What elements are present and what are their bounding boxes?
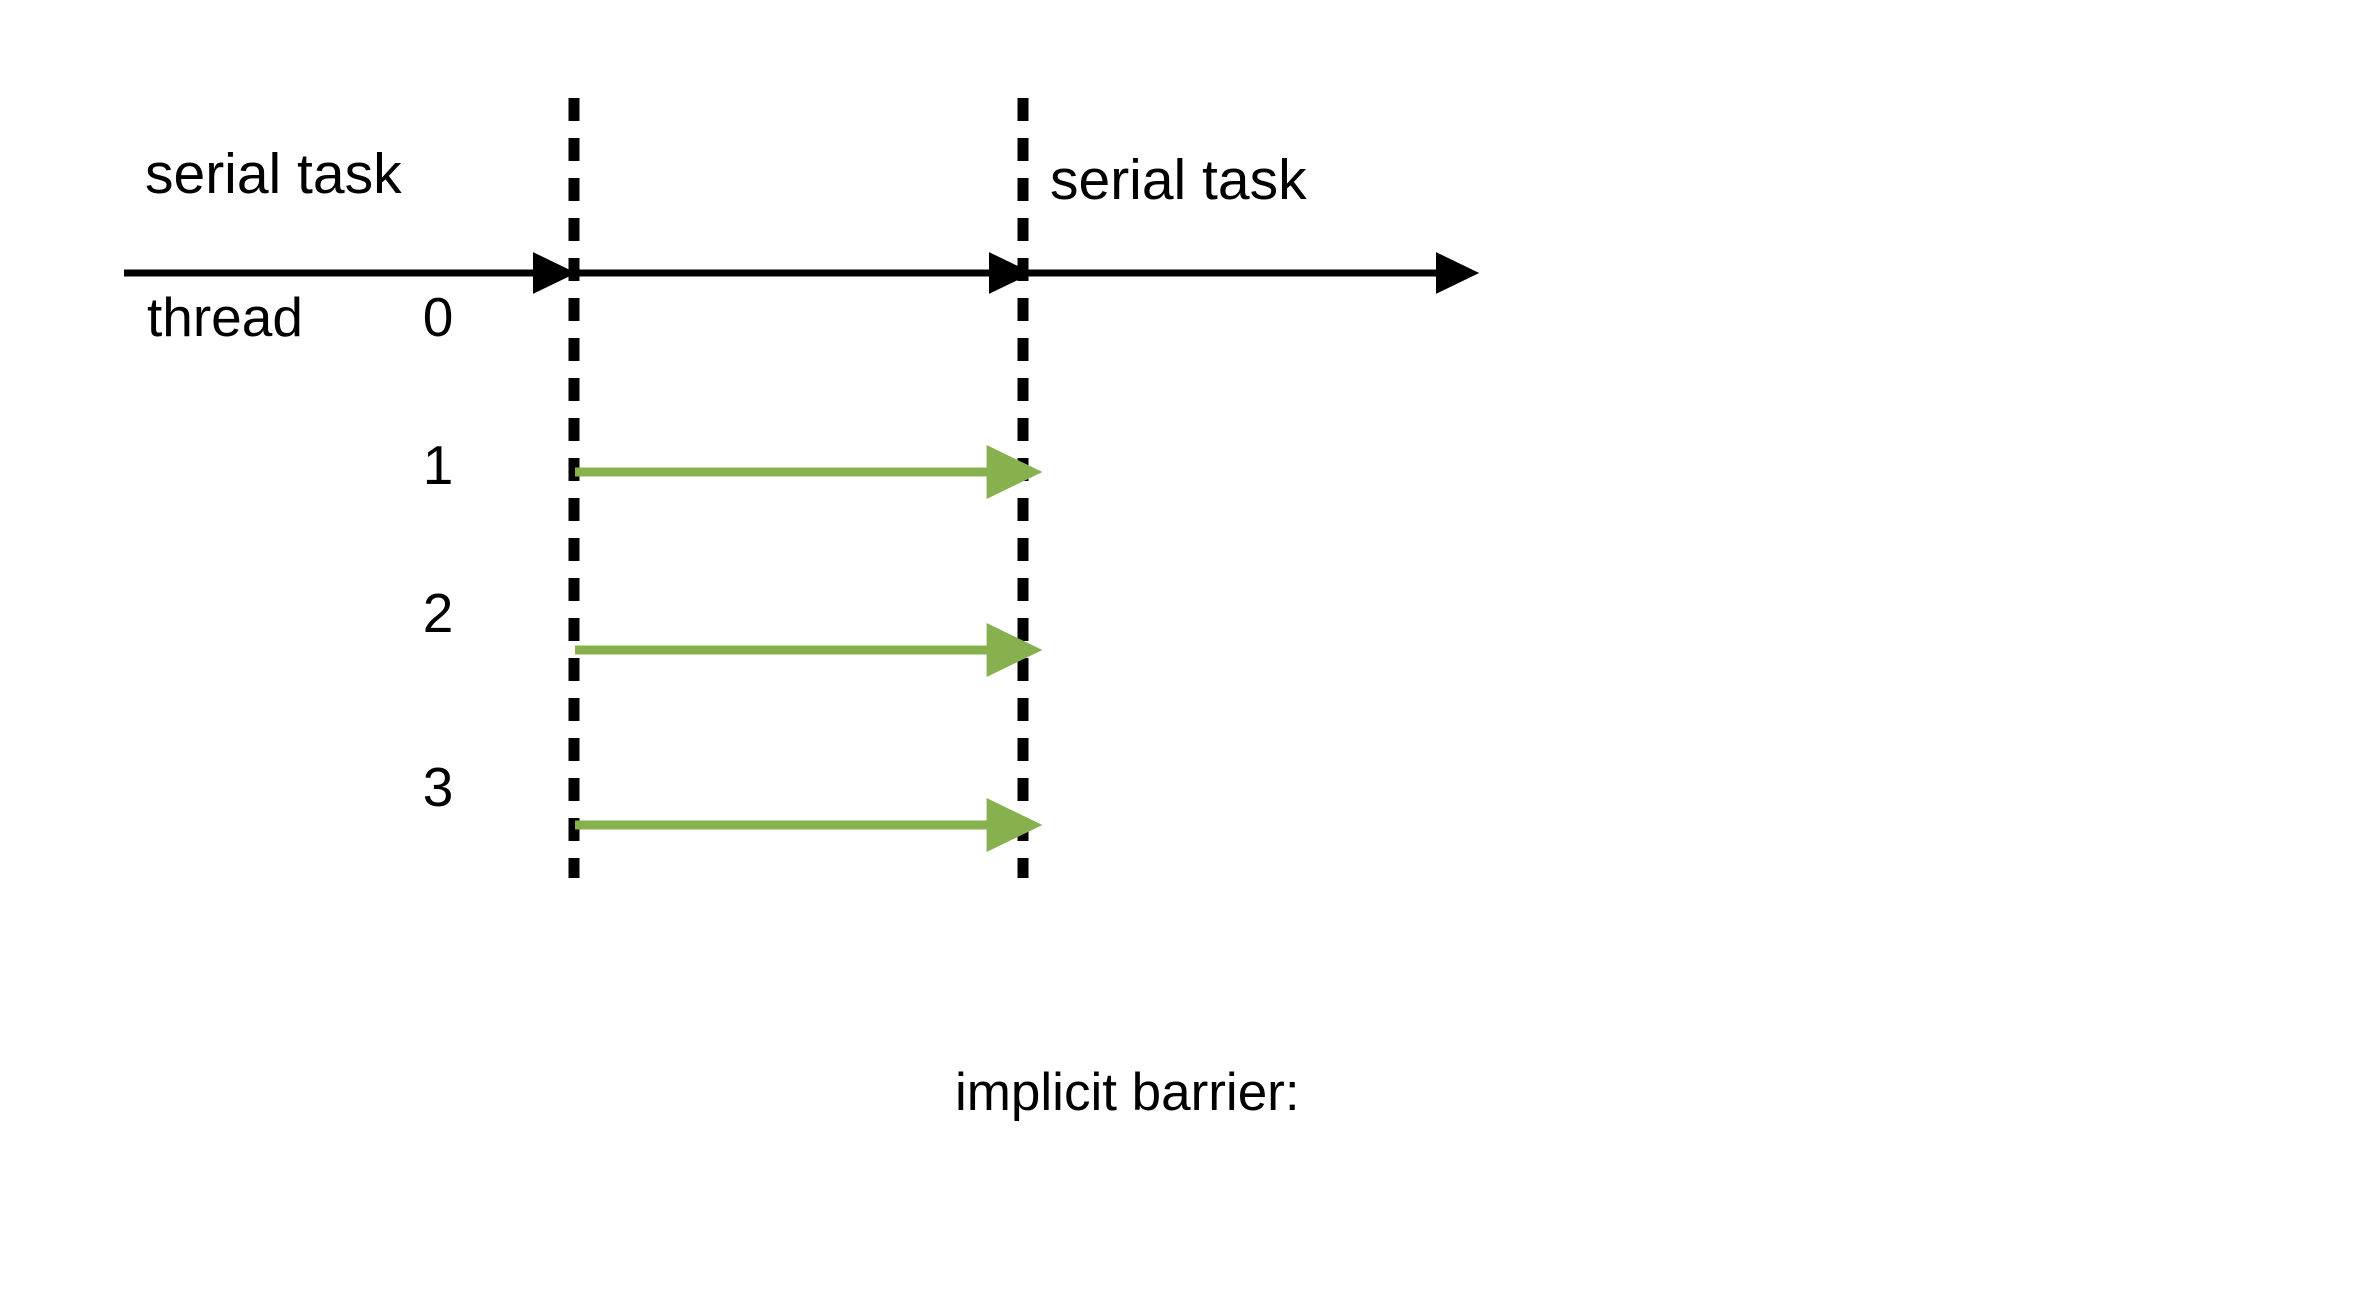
label-thread-number-0: 0 (422, 286, 454, 348)
label-thread-word: thread (147, 286, 303, 348)
label-thread-number-1: 1 (422, 434, 454, 496)
label-serial-task-right: serial task (1050, 148, 1307, 212)
label-serial-task-left: serial task (145, 142, 402, 206)
label-thread-number-3: 3 (422, 756, 454, 818)
note-heading: implicit barrier: (955, 1063, 1300, 1122)
label-thread-number-2: 2 (422, 582, 454, 644)
